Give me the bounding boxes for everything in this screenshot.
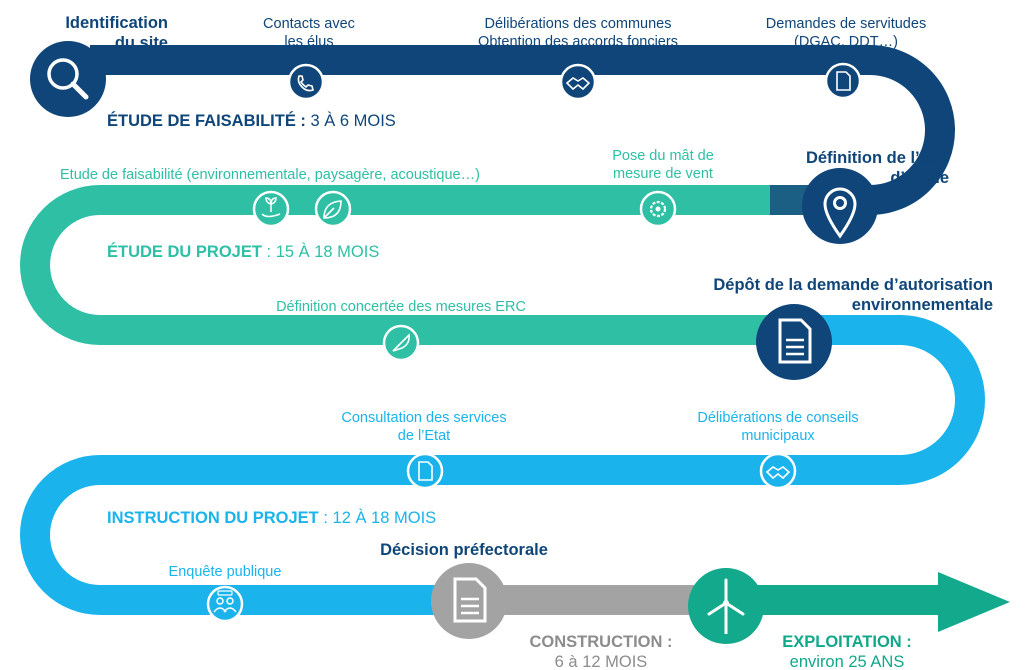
phone-icon <box>287 63 325 101</box>
handshake-icon <box>759 452 797 490</box>
milestone-depot: Dépôt de la demande d’autorisation envir… <box>713 275 993 315</box>
phase-faisabilite-duration: 3 À 6 MOIS <box>310 112 396 130</box>
document-icon <box>824 62 862 100</box>
step-servitudes-line1: Demandes de servitudes <box>765 16 927 32</box>
step-conseils-line2: municipaux <box>741 428 815 444</box>
handshake-icon <box>559 63 597 101</box>
leaf-icon <box>314 190 352 228</box>
phase-instruction-duration: : 12 À 18 MOIS <box>323 509 437 527</box>
milestone-aire-etude: Définition de l’aire d’étude <box>806 148 949 188</box>
location-pin-icon <box>802 168 878 244</box>
step-mat-mesure-line1: Pose du mât de <box>612 148 714 164</box>
road-segment-projet <box>20 185 770 345</box>
step-mesures-erc: Définition concertée des mesures ERC <box>276 299 526 315</box>
step-contacts: Contacts avec les élus <box>263 15 355 51</box>
milestone-decision: Décision préfectorale <box>380 541 548 559</box>
phase-instruction: INSTRUCTION DU PROJET : 12 À 18 MOIS <box>107 508 436 528</box>
road-segment-instruction <box>20 315 985 615</box>
step-enquete-publique: Enquête publique <box>168 564 282 580</box>
document-icon <box>431 563 507 639</box>
step-mat-mesure-line2: mesure de vent <box>613 166 713 182</box>
phase-construction: CONSTRUCTION : 6 à 12 MOIS <box>530 632 673 670</box>
step-servitudes: Demandes de servitudes (DGAC, DDT…) <box>766 15 926 51</box>
gear-icon <box>639 190 677 228</box>
milestone-identification-line1: Identification <box>65 14 168 32</box>
phase-projet-duration: : 15 À 18 MOIS <box>266 243 380 261</box>
phase-faisabilite-title: ÉTUDE DE FAISABILITÉ : <box>107 112 306 130</box>
step-deliberations-line1: Délibérations des communes <box>484 16 672 32</box>
phase-exploitation-duration: environ 25 ANS <box>789 653 905 670</box>
milestone-identification-line2: du site <box>114 34 168 52</box>
step-mat-mesure: Pose du mât de mesure de vent <box>612 147 714 183</box>
step-consultation-line1: Consultation des services <box>341 410 507 426</box>
step-conseils-municipaux: Délibérations de conseils municipaux <box>697 409 858 445</box>
road-arrowhead <box>938 572 1010 632</box>
step-consultation: Consultation des services de l’Etat <box>341 409 506 445</box>
phase-construction-duration: 6 à 12 MOIS <box>554 653 648 670</box>
phase-faisabilite: ÉTUDE DE FAISABILITÉ : 3 À 6 MOIS <box>107 111 396 131</box>
feather-icon <box>382 324 420 362</box>
milestone-aire-etude-line2: d’étude <box>890 169 949 187</box>
step-conseils-line1: Délibérations de conseils <box>697 410 859 426</box>
milestone-depot-line1: Dépôt de la demande d’autorisation <box>713 276 993 294</box>
search-icon <box>30 41 106 117</box>
document-icon <box>406 452 444 490</box>
step-deliberations-communes: Délibérations des communes Obtention des… <box>478 15 678 51</box>
document-icon <box>756 304 832 380</box>
step-contacts-line2: les élus <box>284 34 334 50</box>
people-icon <box>206 585 244 623</box>
phase-construction-title: CONSTRUCTION : <box>529 633 673 651</box>
phase-instruction-title: INSTRUCTION DU PROJET <box>107 509 319 527</box>
step-deliberations-line2: Obtention des accords fonciers <box>478 34 678 50</box>
phase-exploitation-title: EXPLOITATION : <box>782 633 912 651</box>
plant-hand-icon <box>252 190 290 228</box>
phase-exploitation: EXPLOITATION : environ 25 ANS <box>782 632 912 670</box>
milestone-identification: Identification du site <box>65 13 168 53</box>
step-etude-faisabilite: Etude de faisabilité (environnementale, … <box>60 167 480 183</box>
step-contacts-line1: Contacts avec <box>263 16 355 32</box>
road-segment-faisabilite <box>90 45 955 215</box>
step-servitudes-line2: (DGAC, DDT…) <box>794 34 898 50</box>
milestone-depot-line2: environnementale <box>851 296 993 314</box>
step-consultation-line2: de l’Etat <box>397 428 451 444</box>
phase-projet: ÉTUDE DU PROJET : 15 À 18 MOIS <box>107 242 379 262</box>
phase-projet-title: ÉTUDE DU PROJET <box>107 243 262 261</box>
milestone-aire-etude-line1: Définition de l’aire <box>805 149 949 167</box>
wind-turbine-icon <box>688 568 764 644</box>
